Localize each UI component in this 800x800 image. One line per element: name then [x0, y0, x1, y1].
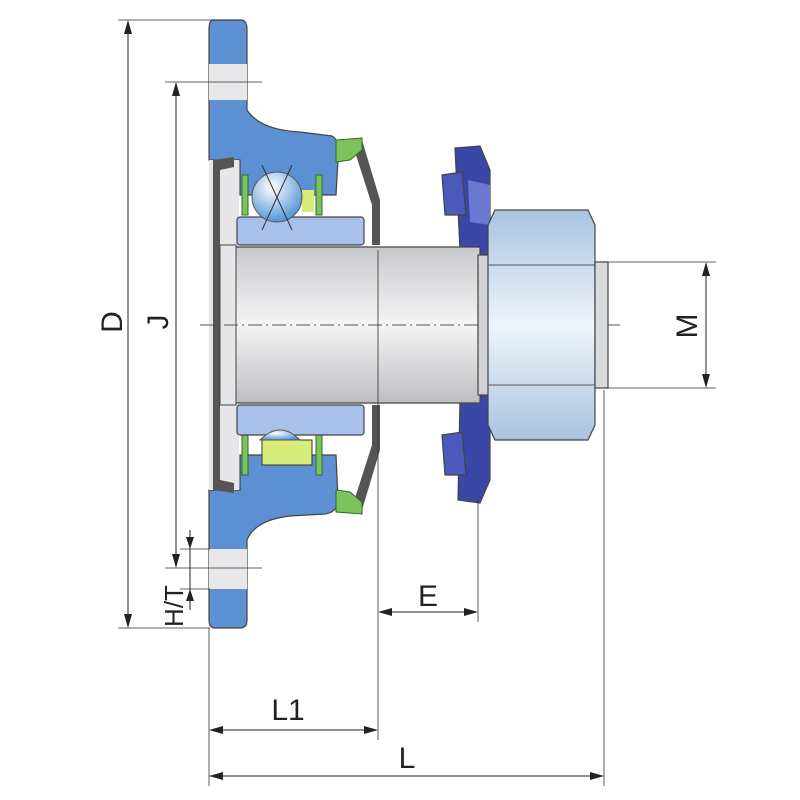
dimensions: [118, 19, 716, 786]
cage-bottom: [261, 439, 313, 466]
label-E: E: [418, 580, 438, 613]
seals: [241, 137, 363, 515]
bolt-hole-bottom: [209, 549, 247, 589]
label-M: M: [671, 314, 704, 339]
label-J: J: [142, 315, 175, 330]
cage-top: [302, 190, 314, 212]
label-D: D: [96, 311, 129, 333]
inner-ring-top: [236, 216, 365, 246]
ball-bottom: [258, 429, 302, 441]
ball-top: [251, 164, 303, 231]
label-HT: H/T: [159, 585, 189, 627]
label-L1: L1: [271, 694, 304, 727]
seal-cover-right: [352, 140, 380, 510]
hex-nut: [487, 209, 596, 441]
label-L: L: [399, 742, 416, 775]
cover-plate: [213, 157, 234, 493]
inner-ring-bottom: [236, 404, 365, 436]
stud-end: [594, 261, 609, 389]
